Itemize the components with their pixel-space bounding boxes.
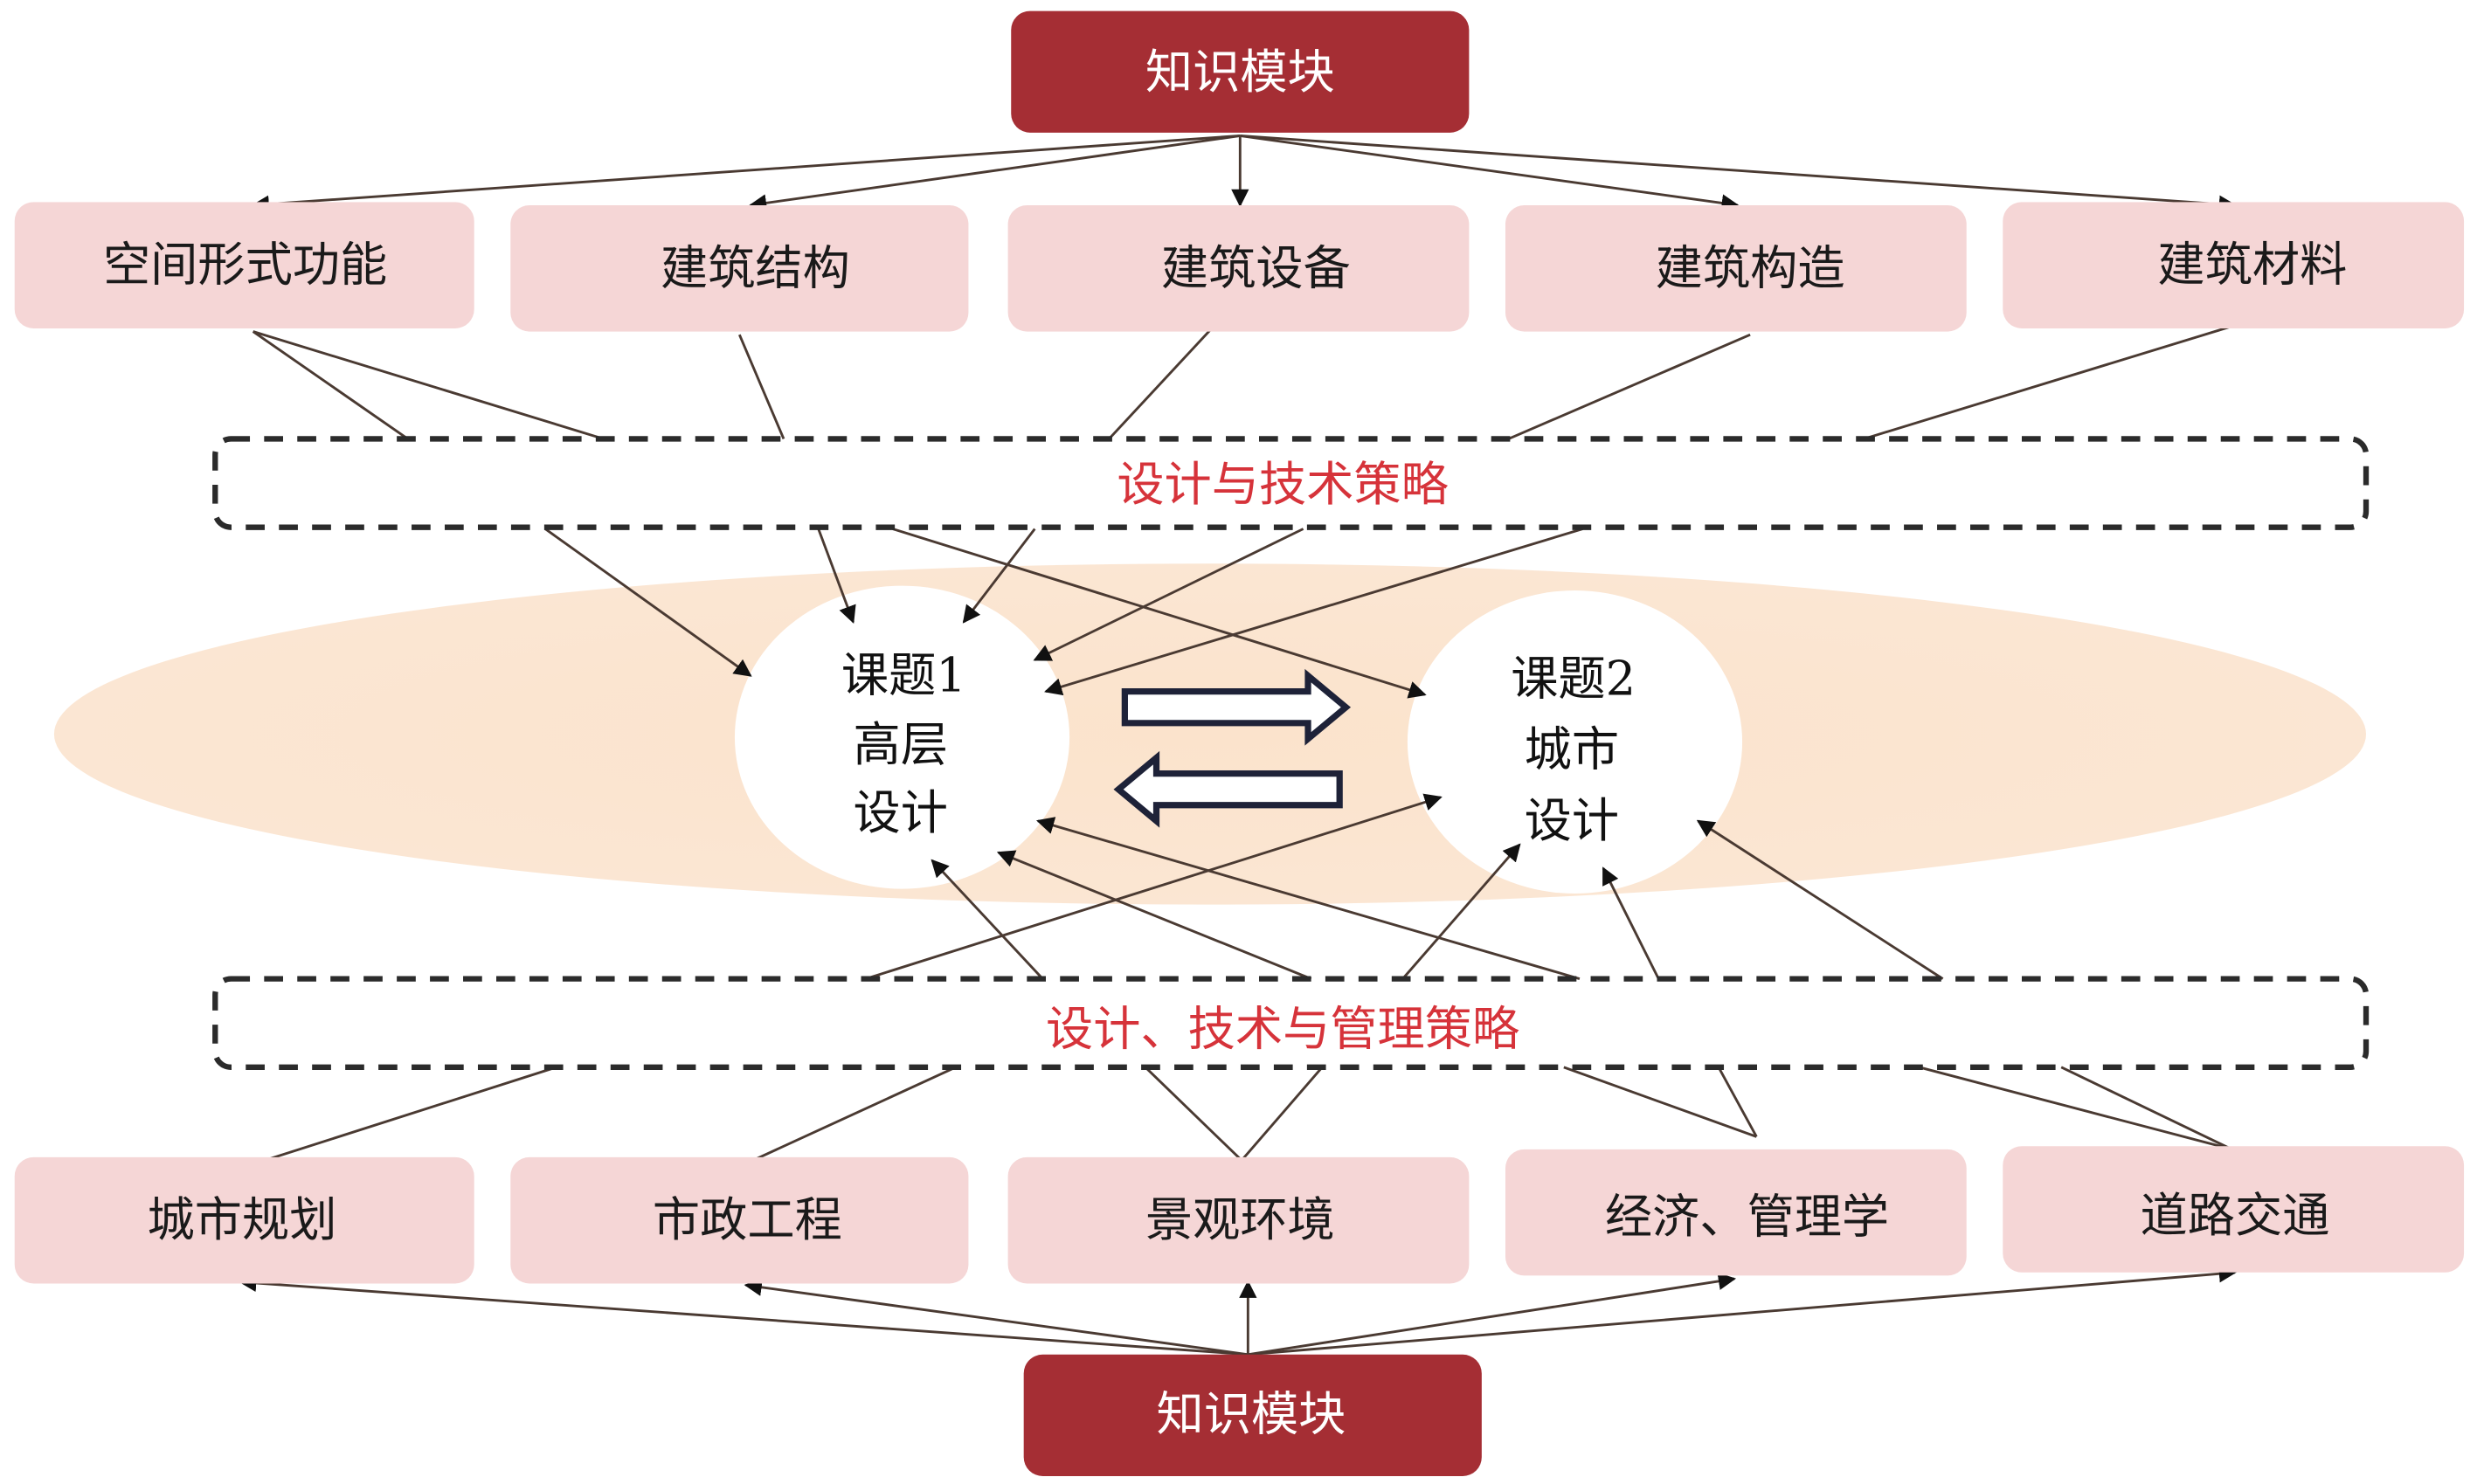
topic1: 课题1 高层 设计: [841, 648, 966, 840]
top-item-4: 建筑构造: [1505, 204, 1967, 332]
top-knowledge-module: 知识模块: [1011, 10, 1470, 133]
topic2-circle: [1407, 590, 1743, 894]
arrow-left-icon: [1113, 750, 1343, 828]
bottom-item-1-label: 城市规划: [148, 1192, 337, 1247]
top-item-1: 空间形式功能: [14, 202, 474, 328]
topic1-line1: 课题1: [841, 648, 966, 703]
top-module-arrows: [251, 134, 2238, 213]
top-items-to-strategy-lines: [252, 325, 2231, 440]
bottom-item-5: 道路交通: [2003, 1146, 2465, 1273]
strategy-top-label: 设计与技术策略: [1117, 457, 1449, 512]
top-item-3: 建筑设备: [1007, 204, 1470, 332]
top-item-5-label: 建筑材料: [2157, 238, 2347, 293]
strategy-bottom-box: 设计、技术与管理策略: [212, 976, 2370, 1070]
strategy-bottom-arrows: [865, 793, 1944, 981]
topic2-line2: 城市: [1525, 722, 1619, 777]
strategy-top-box: 设计与技术策略: [212, 436, 2370, 530]
topic2-line1: 课题2: [1511, 651, 1636, 706]
strategy-top-arrows: [544, 528, 1583, 699]
bottom-item-2: 市政工程: [510, 1156, 969, 1284]
bottom-item-3-label: 景观环境: [1145, 1192, 1335, 1247]
topic1-circle: [734, 585, 1070, 889]
bottom-item-4-label: 经济、管理学: [1605, 1190, 1889, 1245]
top-module-label: 知识模块: [1145, 45, 1335, 100]
central-ellipse: [53, 563, 2367, 905]
arrow-right-icon: [1121, 668, 1352, 746]
top-item-1-label: 空间形式功能: [103, 238, 387, 293]
top-item-5: 建筑材料: [2003, 202, 2465, 328]
top-item-2-label: 建筑结构: [661, 240, 850, 295]
bottom-item-3: 景观环境: [1007, 1156, 1470, 1284]
bottom-item-5-label: 道路交通: [2141, 1188, 2330, 1243]
topic2-line3: 设计: [1525, 793, 1619, 848]
strategy-bottom-label: 设计、技术与管理策略: [1046, 1002, 1519, 1057]
bottom-item-2-label: 市政工程: [653, 1192, 842, 1247]
bottom-item-4: 经济、管理学: [1505, 1149, 1967, 1276]
top-item-4-label: 建筑构造: [1656, 240, 1845, 295]
bottom-items-to-strategy-lines: [249, 1066, 2233, 1167]
bottom-module-arrows: [239, 1265, 2238, 1356]
topic1-line3: 设计: [853, 785, 947, 840]
top-item-2: 建筑结构: [510, 204, 969, 332]
bottom-module-label: 知识模块: [1157, 1387, 1346, 1442]
top-item-3-label: 建筑设备: [1161, 240, 1351, 295]
topic2: 课题2 城市 设计: [1511, 651, 1636, 848]
topic1-line2: 高层: [853, 717, 947, 772]
bottom-knowledge-module: 知识模块: [1023, 1354, 1482, 1476]
bottom-item-1: 城市规划: [14, 1156, 474, 1284]
